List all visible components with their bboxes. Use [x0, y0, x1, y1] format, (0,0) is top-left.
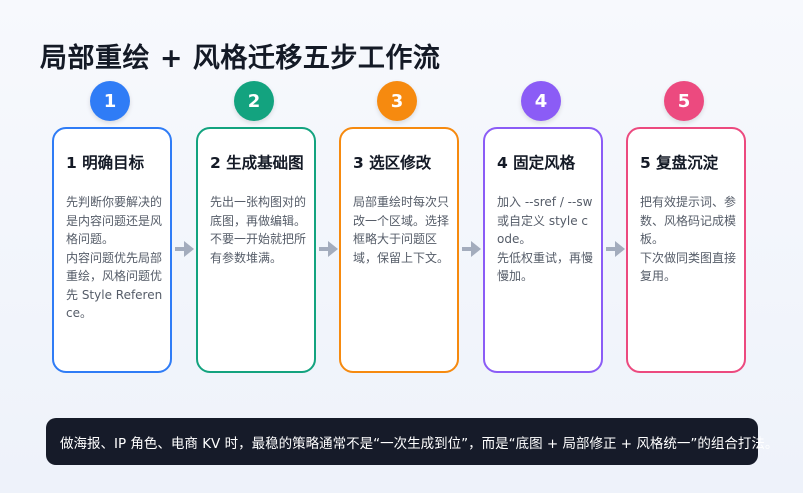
step-card: 2 生成基础图先出一张构图对的底图，再做编辑。 不要一开始就把所有参数堆满。 [196, 127, 316, 373]
arrow-right-icon [175, 241, 194, 257]
arrow-right-icon [462, 241, 481, 257]
step-description: 加入 --sref / --sw 或自定义 style code。 先低权重试，… [497, 195, 594, 283]
step-card: 5 复盘沉淀把有效提示词、参数、风格码记成模板。 下次做同类图直接复用。 [626, 127, 746, 373]
step-description: 先出一张构图对的底图，再做编辑。 不要一开始就把所有参数堆满。 [210, 195, 307, 265]
step-number-badge: 2 [234, 81, 274, 121]
step-card: 4 固定风格加入 --sref / --sw 或自定义 style code。 … [483, 127, 603, 373]
step-number-badge: 4 [521, 81, 561, 121]
step-card: 3 选区修改局部重绘时每次只改一个区域。选择框略大于问题区域，保留上下文。 [339, 127, 459, 373]
step-heading: 3 选区修改 [353, 154, 432, 172]
page-title: 局部重绘 + 风格迁移五步工作流 [40, 43, 441, 74]
step-heading: 1 明确目标 [66, 154, 145, 172]
step-description: 把有效提示词、参数、风格码记成模板。 下次做同类图直接复用。 [640, 195, 737, 283]
arrow-right-icon [606, 241, 625, 257]
step-description: 先判断你要解决的是内容问题还是风格问题。 内容问题优先局部重绘，风格问题优先 S… [66, 195, 163, 320]
step-heading: 2 生成基础图 [210, 154, 304, 172]
summary-banner [46, 418, 758, 465]
arrow-right-icon [319, 241, 338, 257]
step-description: 局部重绘时每次只改一个区域。选择框略大于问题区域，保留上下文。 [353, 195, 450, 265]
step-number-badge: 1 [90, 81, 130, 121]
step-heading: 4 固定风格 [497, 154, 576, 172]
step-card: 1 明确目标先判断你要解决的是内容问题还是风格问题。 内容问题优先局部重绘，风格… [52, 127, 172, 373]
step-number-badge: 5 [664, 81, 704, 121]
step-number-badge: 3 [377, 81, 417, 121]
step-heading: 5 复盘沉淀 [640, 154, 719, 172]
summary-banner-text: 做海报、IP 角色、电商 KV 时，最稳的策略通常不是“一次生成到位”，而是“底… [60, 436, 779, 452]
